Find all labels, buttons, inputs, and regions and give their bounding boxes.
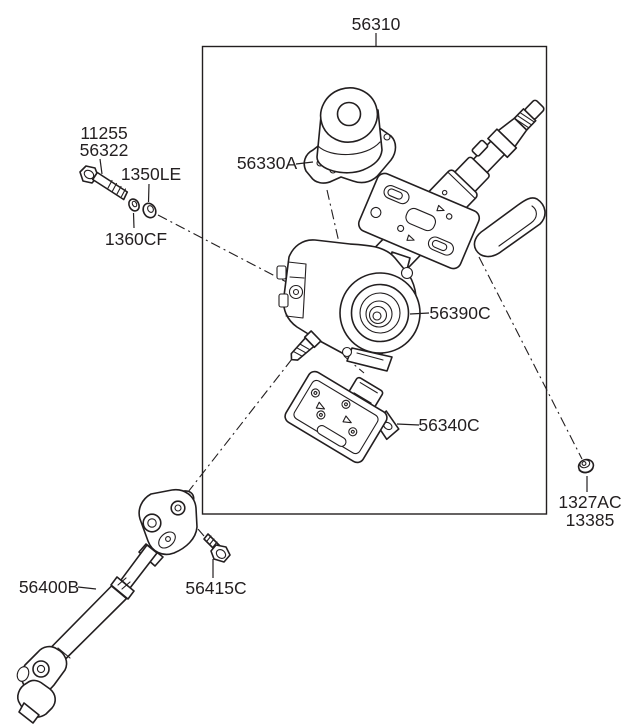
nut-drawing [577, 458, 595, 474]
gearbox-drawing [276, 239, 421, 372]
part-label-assembly[interactable]: 56310 [352, 14, 401, 34]
tilt-lever-drawing [473, 197, 546, 258]
washer-spring-drawing [128, 198, 140, 212]
motor-drawing [303, 87, 397, 184]
controller-drawing [284, 370, 400, 464]
part-label-washer-plain[interactable]: 1350LE [121, 164, 181, 184]
intermediate-shaft-drawing [16, 488, 198, 724]
part-label-nut-2[interactable]: 13385 [566, 510, 615, 530]
mount-bolt-drawing [79, 165, 129, 201]
part-label-nut-1[interactable]: 1327AC [558, 492, 621, 512]
part-label-shaft-bolt[interactable]: 56415C [185, 578, 246, 598]
mount-bracket-drawing [357, 172, 481, 270]
shaft-bolt-drawing [203, 533, 231, 563]
assembly-box-outline [201, 45, 548, 515]
washer-plain-drawing [142, 202, 157, 219]
leader-lines [77, 33, 588, 590]
part-label-mount-bolt-2[interactable]: 56322 [80, 140, 129, 160]
part-label-washer-spring[interactable]: 1360CF [105, 229, 167, 249]
part-label-gearbox[interactable]: 56390C [429, 303, 490, 323]
part-label-controller[interactable]: 56340C [418, 415, 479, 435]
part-label-intermediate-shaft[interactable]: 56400B [19, 577, 79, 597]
part-label-mount-bolt-1[interactable]: 11255 [80, 123, 127, 143]
part-label-motor[interactable]: 56330A [237, 153, 298, 173]
